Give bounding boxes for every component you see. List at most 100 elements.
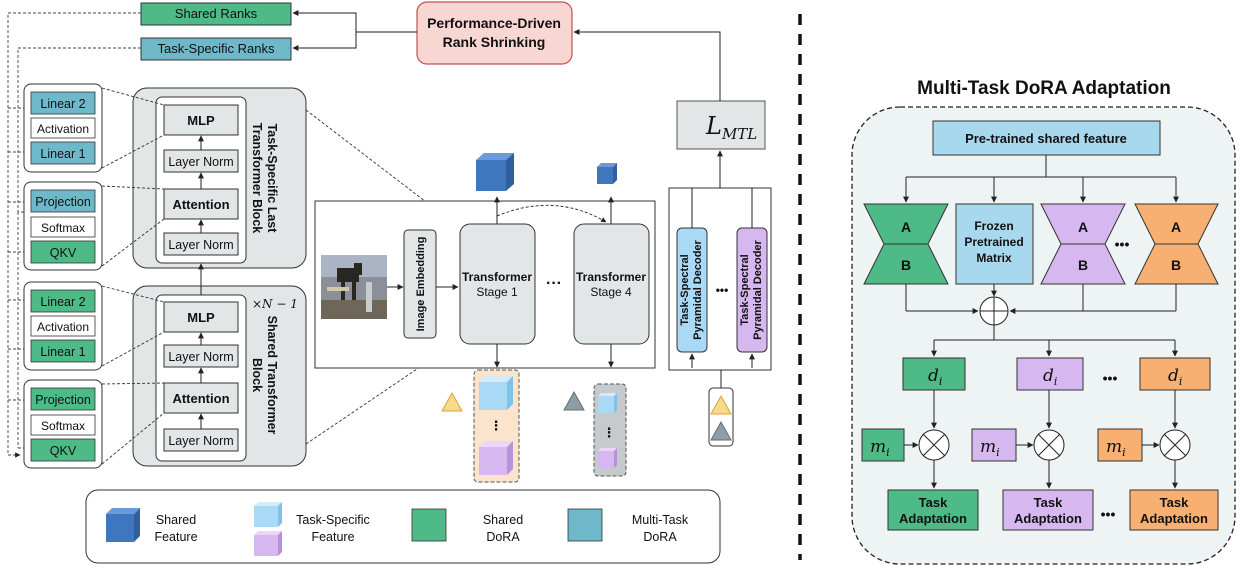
dora-ab-purple [1040,203,1126,285]
d-box-green [902,357,966,391]
legend-box [85,489,721,564]
dora-b-green: B [901,257,911,273]
task-specific-ranks-box [140,37,292,61]
projection-shared-label: Projection [35,393,91,407]
m-box-purple [971,428,1017,462]
d-box-purple [1016,357,1084,391]
task-adaptation-ellipsis: ••• [1101,506,1116,522]
task-prompt-gray [563,390,585,411]
input-image [321,255,387,319]
qkv-shared-label: QKV [50,444,77,458]
m-label-purple: mi [980,437,1000,459]
mlp-box [163,104,239,136]
loss-box [676,100,766,150]
projection-label: Projection [35,195,91,209]
dora-b-orange: B [1171,257,1181,273]
dora-a-orange: A [1171,219,1181,235]
decoder-label-2: Task-SpectralPyramidal Decoder [739,239,764,339]
dora-a-purple: A [1078,219,1088,235]
task-feature-cube-purple-1 [479,441,513,475]
attention-label: Attention [172,197,229,212]
linear2-shared-label: Linear 2 [40,295,85,309]
shared-feature-cube-large [476,153,514,191]
decoder-label-1: Task-SpectralPyramidal Decoder [679,239,704,339]
rank-shrinking-box [416,1,573,65]
decoder-ellipsis: ••• [716,283,729,297]
mlp-shared-label: MLP [187,310,215,325]
activation-label: Activation [37,122,89,136]
legend-shared-feature-swatch [106,508,140,542]
stage-ellipsis: ··· [546,275,562,292]
layer-norm-label-1: Layer Norm [168,155,233,169]
activation-box [30,117,96,139]
mlp-label: MLP [187,113,215,128]
shared-feature-cube-small [597,163,617,184]
dora-b-purple: B [1078,257,1088,273]
legend-task-feature-swatch [254,502,282,556]
cube-ellipsis-4: ⋮ [603,425,616,440]
shared-ranks-box [140,2,292,26]
softmax-shared-box [30,414,96,436]
dora-ab-green [863,203,949,285]
linear2-label: Linear 2 [40,97,85,111]
multiply-node-purple [1033,429,1065,461]
last-block-label: Task-Specific LastTransformer Block [250,123,279,234]
multiply-node-green [918,429,950,461]
image-embedding-label: Image Embedding [415,237,427,332]
activation-shared-box [30,315,96,337]
qkv-label: QKV [50,246,77,260]
decoder-prompt-gray [710,420,732,441]
linear2-shared-box [30,289,96,313]
linear1-label: Linear 1 [40,147,85,161]
m-label-green: mi [870,437,890,459]
repeat-label: ×N − 1 [252,297,298,311]
activation-shared-label: Activation [37,320,89,334]
task-feature-cube-blue-1 [479,376,513,410]
linear1-shared-label: Linear 1 [40,345,85,359]
d-label-green: di [928,366,942,388]
linear2-box [30,91,96,115]
task-adaptation-green [887,489,979,531]
projection-shared-box [30,387,96,411]
d-ellipsis: ••• [1103,370,1118,386]
d-label-purple: di [1043,366,1057,388]
layer-norm-label-2: Layer Norm [168,238,233,252]
softmax-box [30,216,96,238]
qkv-box [30,240,96,264]
decoder-prompt-orange [710,394,732,415]
d-label-orange: di [1168,366,1182,388]
d-box-orange [1139,357,1211,391]
m-box-orange [1097,428,1143,462]
layer-norm-shared-label-1: Layer Norm [168,350,233,364]
task-specific-ranks-label: Task-Specific Ranks [157,41,275,56]
task-prompt-orange [441,391,463,412]
frozen-matrix-box [955,203,1034,285]
transformer-stage1-box [459,223,536,345]
attention-box [163,188,239,220]
linear1-box [30,141,96,165]
dora-a-green: A [901,219,911,235]
shared-block-label: Shared TransformerBlock [250,316,279,435]
softmax-shared-label: Softmax [41,419,85,433]
linear1-shared-box [30,339,96,363]
multiply-node-orange [1159,429,1191,461]
task-adaptation-orange [1129,489,1219,531]
cube-ellipsis-1: ⋮ [490,418,503,433]
legend-shared-dora-swatch [411,508,447,542]
dora-title: Multi-Task DoRA Adaptation [917,78,1171,99]
layer-norm-shared-label-2: Layer Norm [168,434,233,448]
softmax-label: Softmax [41,221,85,235]
transformer-stage4-box [573,223,650,345]
qkv-shared-box [30,438,96,462]
